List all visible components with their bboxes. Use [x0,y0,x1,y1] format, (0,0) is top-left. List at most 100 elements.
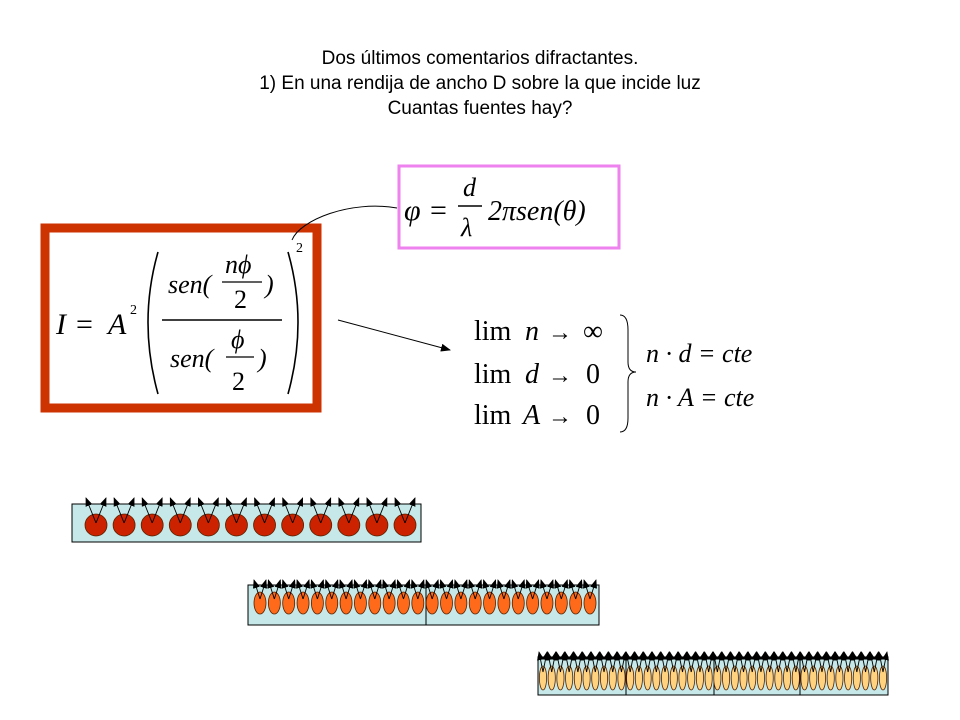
emission-arrow [641,651,649,673]
left-paren [147,251,159,395]
source-oscillator [565,665,574,691]
emission-arrow [728,651,736,673]
emission-arrow [589,579,597,600]
phase-formula-box [397,164,621,250]
emission-arrow [554,651,562,673]
emission-arrow [460,579,468,600]
emission-arrow [575,579,583,600]
lim-label-3: lim [474,400,512,431]
emission-arrow [151,497,163,524]
emission-arrow [453,579,462,600]
source-oscillator [617,665,626,691]
phase-lhs: φ [404,194,421,227]
emission-arrow [693,651,702,673]
source-oscillator [354,591,367,615]
lim-var-3: A [521,400,541,431]
emission-arrow [496,579,505,600]
title-line-1: Dos últimos comentarios difractantes. [321,48,639,69]
emission-arrow [376,497,388,524]
source-oscillator [870,665,879,691]
emission-arrow [737,651,745,673]
emission-arrow [568,579,577,600]
emission-arrow [545,651,553,673]
emission-arrow [589,651,597,673]
source-oscillator [497,591,511,615]
lim-arrow-2: → [548,363,572,389]
emission-arrow [772,651,780,673]
right-paren [287,251,299,395]
source-oscillator [791,665,800,691]
emission-arrow [720,651,728,673]
emission-arrow [563,651,571,673]
source-oscillator [783,665,792,691]
source-oscillator [393,513,417,537]
intensity-formula: I = A 2 2 sen( nϕ 2 ) sen( ϕ 2 ) [40,223,322,413]
source-oscillator [573,665,582,691]
emission-arrow [583,579,591,600]
emission-arrow [302,579,311,600]
emission-arrow [267,579,275,600]
emission-arrow [474,579,483,600]
emission-arrow [310,497,322,524]
source-oscillator [687,665,696,691]
source-oscillator [253,513,276,537]
emission-arrow [816,651,824,673]
source-oscillator [591,665,600,691]
source-oscillator [643,665,652,691]
emission-arrow [606,651,614,673]
emission-arrow [833,651,841,673]
source-oscillator [554,591,568,615]
den-inner-den: 2 [232,367,245,396]
source-oscillator [748,665,757,691]
emission-arrow [711,651,719,673]
source-oscillator [608,665,617,691]
emission-arrow [366,497,378,524]
source-oscillator [112,513,136,537]
source-oscillator [339,591,353,615]
emission-arrow [615,651,623,673]
emission-arrow [85,497,97,524]
source-oscillator [468,591,482,615]
emission-arrow [320,497,332,524]
emission-arrow [489,579,497,600]
emission-arrow [676,651,684,673]
source-oscillator [84,513,108,537]
sources-row-1 [71,497,422,543]
phase-connector-curve [291,205,398,241]
phase-frac-num: d [463,173,477,202]
emission-arrow [667,651,675,673]
emission-arrow [331,579,339,600]
source-oscillator [540,591,554,615]
source-oscillator [634,665,643,691]
emission-arrow [789,651,797,673]
emission-arrow [746,651,754,673]
source-oscillator [695,665,704,691]
emission-arrow [532,579,540,600]
source-oscillator [440,591,453,615]
source-oscillator [281,513,305,537]
condition-1: n · d = cte [646,339,752,368]
emission-arrow [798,651,806,673]
source-oscillator [583,591,597,615]
source-oscillator [337,513,361,537]
emission-arrow [253,579,261,600]
den-close: ) [256,344,267,373]
source-oscillator [861,665,870,691]
emission-arrow [850,651,858,673]
source-oscillator [817,665,826,691]
source-oscillator [325,591,339,615]
emission-arrow [113,497,125,524]
emission-arrow [374,579,382,600]
source-oscillator [800,665,809,691]
source-oscillator [168,513,192,537]
source-oscillator [511,591,525,615]
lim-arrow-1: → [548,320,572,346]
source-oscillator [547,665,556,691]
source-oscillator [309,513,333,537]
sources-row-2 [247,579,600,626]
title-line-3: Cuantas fuentes hay? [387,98,573,119]
source-oscillator [382,591,396,615]
source-oscillator [756,665,765,691]
emission-arrow [650,651,658,673]
